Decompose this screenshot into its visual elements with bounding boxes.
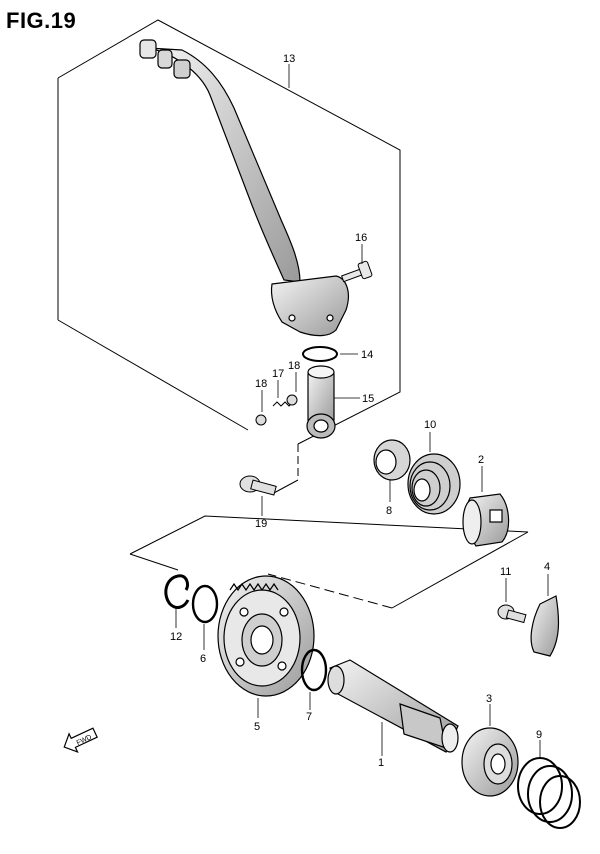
callout-15: 15 <box>362 393 374 405</box>
bolt-11 <box>497 604 527 624</box>
callouts: 13 16 14 15 18 17 18 19 8 10 2 4 11 12 6… <box>170 53 550 769</box>
kick-gear-5 <box>217 575 315 697</box>
washer-14 <box>302 346 338 362</box>
callout-16: 16 <box>355 232 367 244</box>
kick-starter-lever <box>139 39 349 337</box>
leader-lines <box>175 64 549 758</box>
callout-2: 2 <box>478 454 484 466</box>
spring-9 <box>517 757 581 829</box>
callout-5: 5 <box>254 721 260 733</box>
ratchet-3 <box>461 727 519 797</box>
washer-6 <box>191 584 219 624</box>
kick-shaft-1 <box>327 659 459 753</box>
ball-18a <box>255 414 267 426</box>
gear-group-frame <box>129 515 529 609</box>
callout-18b: 18 <box>288 360 300 372</box>
callout-19: 19 <box>255 518 267 530</box>
callout-3: 3 <box>486 693 492 705</box>
callout-10: 10 <box>424 419 436 431</box>
kick-lever-frame <box>57 19 401 495</box>
callout-7: 7 <box>306 711 312 723</box>
callout-1: 1 <box>378 757 384 769</box>
callout-8: 8 <box>386 505 392 517</box>
callout-6: 6 <box>200 653 206 665</box>
callout-17: 17 <box>272 368 284 380</box>
callout-11: 11 <box>500 566 511 578</box>
figure-title: FIG.19 <box>6 8 77 33</box>
lever-boss <box>306 365 336 439</box>
callout-18a: 18 <box>255 378 267 390</box>
guide-2 <box>462 493 510 547</box>
ball-18b <box>286 394 298 406</box>
kick-spring-10 <box>407 453 461 515</box>
stopper-plate-4 <box>530 595 560 657</box>
callout-14: 14 <box>361 349 373 361</box>
callout-13: 13 <box>283 53 295 65</box>
callout-9: 9 <box>536 729 542 741</box>
oil-seal-8 <box>373 439 411 481</box>
callout-12: 12 <box>170 631 182 643</box>
circlip-12 <box>164 574 190 609</box>
lever-bolt <box>340 260 373 283</box>
bolt-19 <box>239 475 277 496</box>
forward-arrow-icon: FWD <box>63 727 98 753</box>
washer-7 <box>300 648 328 692</box>
callout-4: 4 <box>544 561 550 573</box>
spring-17 <box>272 401 294 407</box>
